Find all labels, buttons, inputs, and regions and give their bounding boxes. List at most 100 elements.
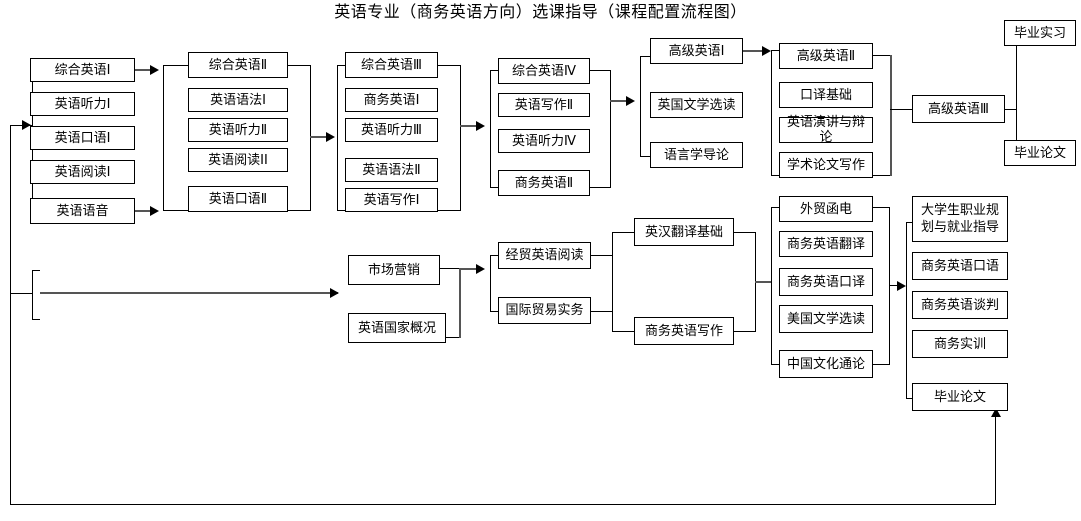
node-colB4-4[interactable]: 中国文化通论 bbox=[779, 350, 873, 378]
arrow-col1-4-to-col2 bbox=[150, 206, 159, 216]
colB1-right-rail bbox=[459, 268, 461, 338]
colB1-1-out bbox=[446, 337, 460, 338]
arrow-col4-to-col5 bbox=[626, 96, 635, 106]
node-col3-2[interactable]: 英语听力Ⅲ bbox=[345, 118, 438, 142]
col4-bracket-to-n1 bbox=[490, 70, 498, 71]
col3-right-rail bbox=[460, 65, 461, 211]
node-col4-2[interactable]: 英语听力Ⅳ bbox=[498, 129, 590, 153]
arrow-colB4-to-colB5 bbox=[897, 281, 906, 291]
col3-left-bracket bbox=[337, 65, 338, 211]
node-col4-0[interactable]: 综合英语Ⅳ bbox=[498, 58, 590, 84]
node-col2-3[interactable]: 英语阅读ⅠⅠ bbox=[188, 148, 288, 172]
colB4-bracket-to-n1 bbox=[771, 207, 779, 208]
node-col3-0[interactable]: 综合英语Ⅲ bbox=[345, 52, 438, 78]
node-col1-1[interactable]: 英语听力Ⅰ bbox=[30, 92, 135, 116]
node-col3-4[interactable]: 英语写作Ⅰ bbox=[345, 188, 438, 212]
entry-arrow bbox=[22, 120, 31, 130]
col4-bracket-to-n4 bbox=[490, 187, 498, 188]
node-col6-1[interactable]: 口译基础 bbox=[779, 82, 873, 108]
node-colB3-1[interactable]: 商务英语写作 bbox=[634, 317, 734, 345]
bottom-long-line bbox=[10, 504, 996, 505]
col6-bracket-to-n4 bbox=[771, 175, 779, 176]
node-col4-3[interactable]: 商务英语Ⅱ bbox=[498, 170, 590, 196]
col5-bracket-to-n3 bbox=[640, 156, 650, 157]
colB2-bracket-to-n2 bbox=[490, 311, 498, 312]
node-colB5-3[interactable]: 商务实训 bbox=[912, 330, 1008, 358]
col5-bracket-to-n1 bbox=[640, 56, 650, 57]
colB4-to-colB5-link bbox=[889, 285, 901, 286]
node-col2-4[interactable]: 英语口语Ⅱ bbox=[188, 186, 288, 212]
col5-to-col6-link bbox=[743, 50, 767, 52]
node-col3-1[interactable]: 商务英语Ⅰ bbox=[345, 88, 438, 112]
entry-rail-to-col1 bbox=[10, 125, 32, 126]
colB1-to-colB2-link bbox=[459, 268, 481, 270]
node-col1-4[interactable]: 英语语音 bbox=[30, 198, 135, 224]
node-col7-0[interactable]: 高级英语Ⅲ bbox=[912, 95, 1005, 123]
node-colB5-4[interactable]: 毕业论文 bbox=[912, 383, 1008, 411]
col3-0-out bbox=[438, 65, 460, 66]
final-arrow-up bbox=[991, 408, 1001, 417]
node-col1-3[interactable]: 英语阅读Ⅰ bbox=[30, 160, 135, 184]
colB2-to-colB3-link bbox=[612, 232, 634, 233]
colB2-to-colB3-link2 bbox=[612, 331, 634, 332]
node-col6-0[interactable]: 高级英语Ⅱ bbox=[779, 43, 873, 69]
colB5-bracket-to-n1 bbox=[906, 222, 914, 223]
node-col1-0[interactable]: 综合英语Ⅰ bbox=[30, 58, 135, 82]
arrow-entry-to-colB1 bbox=[330, 288, 339, 298]
node-col5-2[interactable]: 语言学导论 bbox=[650, 142, 743, 168]
node-colB4-0[interactable]: 外贸函电 bbox=[779, 196, 873, 222]
node-colB4-1[interactable]: 商务英语翻译 bbox=[779, 231, 873, 257]
colB1-bracket-to-n2 bbox=[32, 319, 40, 320]
node-col8-1[interactable]: 毕业论文 bbox=[1004, 140, 1076, 166]
arrow-col5-to-col6 bbox=[762, 46, 771, 56]
colB4-left-bracket bbox=[771, 207, 772, 365]
node-col8-0[interactable]: 毕业实习 bbox=[1004, 20, 1076, 46]
node-colB1-1[interactable]: 英语国家概况 bbox=[348, 313, 446, 343]
col2-0-out bbox=[288, 65, 310, 66]
col2-bracket-to-n5 bbox=[163, 210, 188, 211]
node-colB5-0[interactable]: 大学生职业规 划与就业指导 bbox=[912, 196, 1008, 242]
node-colB4-2[interactable]: 商务英语口译 bbox=[779, 268, 873, 296]
node-colB5-1[interactable]: 商务英语口语 bbox=[912, 252, 1008, 280]
col8-bracket bbox=[1016, 38, 1017, 158]
page-title: 英语专业（商务英语方向）选课指导（课程配置流程图） bbox=[334, 2, 747, 21]
colB2-1-out bbox=[591, 311, 613, 312]
colB4-bracket-to-n5 bbox=[771, 364, 779, 365]
node-colB2-1[interactable]: 国际贸易实务 bbox=[498, 297, 591, 324]
node-col4-1[interactable]: 英语写作Ⅱ bbox=[498, 93, 590, 117]
col2-to-col3-link bbox=[310, 136, 332, 138]
col2-4-out bbox=[288, 210, 310, 211]
col3-4-out bbox=[438, 210, 460, 211]
colB2-0-out bbox=[591, 255, 613, 256]
colB1-left-bracket bbox=[32, 270, 33, 320]
node-col3-3[interactable]: 英语语法Ⅱ bbox=[345, 158, 438, 182]
node-col5-1[interactable]: 英国文学选读 bbox=[650, 92, 743, 118]
colB3-0-out bbox=[734, 232, 756, 233]
node-colB5-2[interactable]: 商务英语谈判 bbox=[912, 291, 1008, 319]
col6-to-col7-link bbox=[890, 109, 912, 110]
node-col5-0[interactable]: 高级英语Ⅰ bbox=[650, 38, 743, 64]
node-col1-2[interactable]: 英语口语Ⅰ bbox=[30, 126, 135, 150]
colB4-0-out bbox=[873, 207, 890, 208]
bottom-to-final-vertical bbox=[995, 414, 996, 504]
col1-4-to-col2-rail bbox=[135, 210, 155, 212]
node-colB3-0[interactable]: 英汉翻译基础 bbox=[634, 218, 734, 246]
node-col2-2[interactable]: 英语听力Ⅱ bbox=[188, 118, 288, 142]
arrow-colB1-to-colB2 bbox=[476, 264, 485, 274]
col4-to-col5-link bbox=[610, 100, 632, 102]
colB2-bracket-to-n1 bbox=[490, 255, 498, 256]
colB4-right-rail bbox=[889, 207, 890, 365]
node-col2-0[interactable]: 综合英语Ⅱ bbox=[188, 52, 288, 78]
node-col6-2[interactable]: 英语演讲与辩论 bbox=[779, 115, 873, 145]
node-colB5-0-line1: 大学生职业规 bbox=[920, 203, 999, 218]
node-col2-1[interactable]: 英语语法Ⅰ bbox=[188, 88, 288, 112]
colB5-left-bracket bbox=[906, 222, 907, 399]
node-col6-3[interactable]: 学术论文写作 bbox=[779, 152, 873, 178]
col3-to-col4-link bbox=[460, 125, 482, 127]
node-colB1-0[interactable]: 市场营销 bbox=[348, 255, 440, 285]
node-colB2-0[interactable]: 经贸英语阅读 bbox=[498, 242, 591, 269]
node-colB4-3[interactable]: 美国文学选读 bbox=[779, 305, 873, 333]
col1-0-to-col2-rail bbox=[135, 69, 155, 71]
col4-right-rail bbox=[610, 70, 611, 188]
